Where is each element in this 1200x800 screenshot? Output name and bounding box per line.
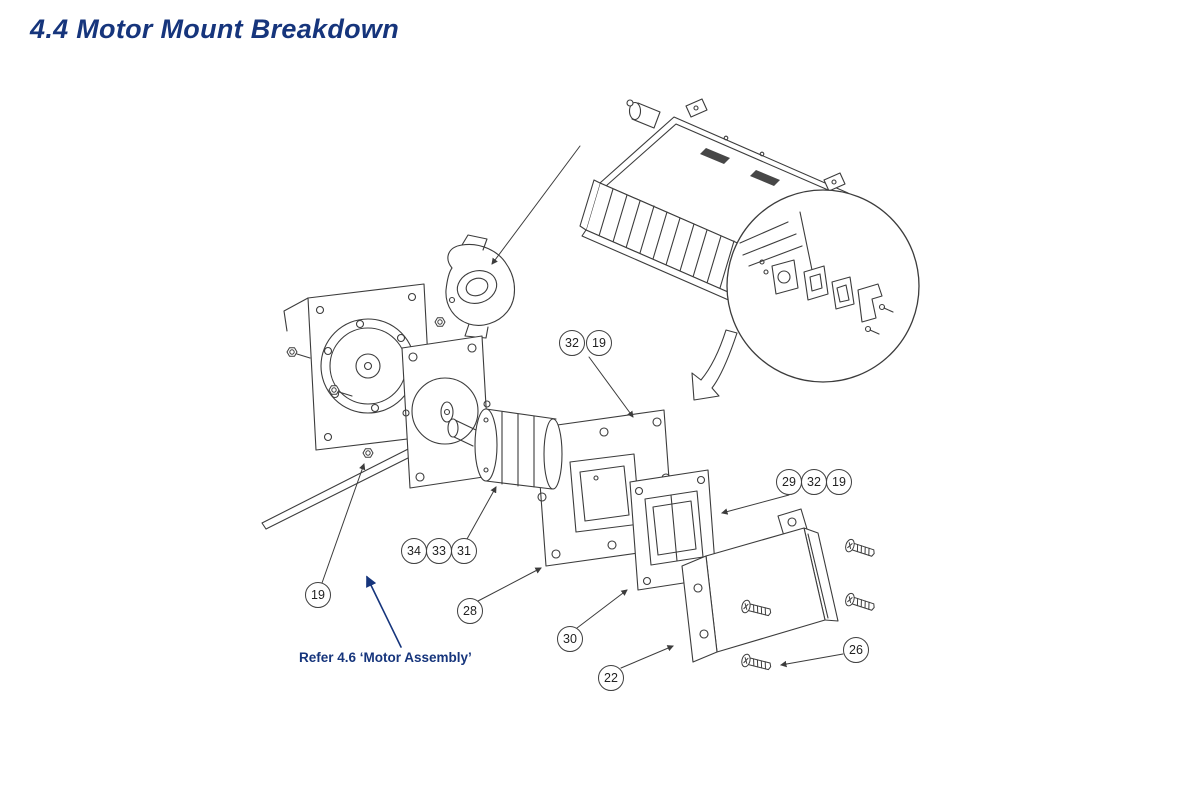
- top-bracket-right: [823, 172, 846, 192]
- zoom-detail-parts: [759, 259, 894, 335]
- callout-28-adapter-plate: 28: [457, 598, 483, 624]
- zoom-arrow: [691, 329, 738, 401]
- callout-31-motor: 31: [451, 538, 477, 564]
- hardware-nuts: [286, 317, 454, 458]
- reference-note: Refer 4.6 ‘Motor Assembly’: [299, 650, 472, 665]
- callout-32-plate: 32: [559, 330, 585, 356]
- callout-26-screws: 26: [843, 637, 869, 663]
- mounting-bracket: [681, 508, 839, 663]
- frame-rails: [261, 297, 431, 530]
- callout-32-gasket: 32: [801, 469, 827, 495]
- note-arrow: [366, 575, 402, 648]
- callout-19-plate: 19: [586, 330, 612, 356]
- callout-22-bracket: 22: [598, 665, 624, 691]
- cable-connector: [626, 99, 661, 129]
- motor: [447, 408, 563, 490]
- detail-circle: [726, 189, 920, 383]
- motor-cover: [445, 234, 516, 339]
- section-title: 4.4 Motor Mount Breakdown: [30, 14, 400, 44]
- callout-29-gasket: 29: [776, 469, 802, 495]
- callout-34-motor: 34: [401, 538, 427, 564]
- callout-19-gasket: 19: [826, 469, 852, 495]
- leader-lines: [321, 145, 844, 669]
- top-bracket-left: [685, 98, 708, 118]
- callout-30-gasket-plate: 30: [557, 626, 583, 652]
- callout-33-motor: 33: [426, 538, 452, 564]
- callout-19-frame-nut: 19: [305, 582, 331, 608]
